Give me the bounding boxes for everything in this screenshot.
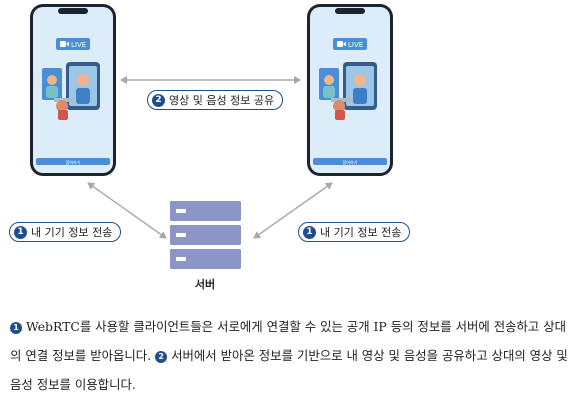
- server-icon: [170, 201, 241, 269]
- server-label: 서버: [194, 278, 216, 291]
- video-call-illustration: [42, 62, 100, 120]
- live-label: LIVE: [348, 41, 363, 49]
- live-badge: LIVE: [56, 38, 90, 50]
- right-send-label-text: 내 기기 정보 전송: [320, 226, 402, 239]
- live-badge: LIVE: [333, 38, 367, 50]
- left-send-label-text: 내 기기 정보 전송: [31, 226, 113, 239]
- step-2-badge: 2: [155, 350, 168, 363]
- join-button-label: 참여하기: [343, 159, 358, 165]
- step-1-badge: 1: [14, 225, 27, 239]
- right-send-label: 1 내 기기 정보 전송: [298, 222, 411, 242]
- description-part-2: 서버에서 받아온 정보를 기반으로 내 영상 및 음성을 공유하고 상대의 영상…: [10, 348, 568, 392]
- step-1-badge: 1: [10, 321, 22, 334]
- join-button[interactable]: 참여하기: [36, 158, 110, 165]
- left-send-label: 1 내 기기 정보 전송: [9, 222, 122, 242]
- right-phone: LIVE 참여하기: [307, 4, 393, 176]
- join-button-label: 참여하기: [66, 159, 81, 165]
- share-label: 2 영상 및 음성 정보 공유: [147, 90, 284, 110]
- video-call-illustration: [319, 62, 377, 120]
- live-label: LIVE: [71, 41, 86, 49]
- step-1-badge: 1: [303, 225, 316, 239]
- right-phone-server-arrow: [253, 182, 333, 239]
- left-phone-server-arrow: [87, 182, 167, 239]
- description-part-1: WebRTC를 사용할 클라이언트들은 서로에게 연결할 수 있는 공개 IP …: [10, 319, 567, 363]
- left-phone: LIVE 참여하기: [30, 4, 116, 176]
- step-2-badge: 2: [152, 93, 165, 107]
- join-button[interactable]: 참여하기: [313, 158, 387, 165]
- share-label-text: 영상 및 음성 정보 공유: [169, 94, 275, 107]
- diagram-canvas: LIVE 참여하기 LIVE: [30, 4, 393, 269]
